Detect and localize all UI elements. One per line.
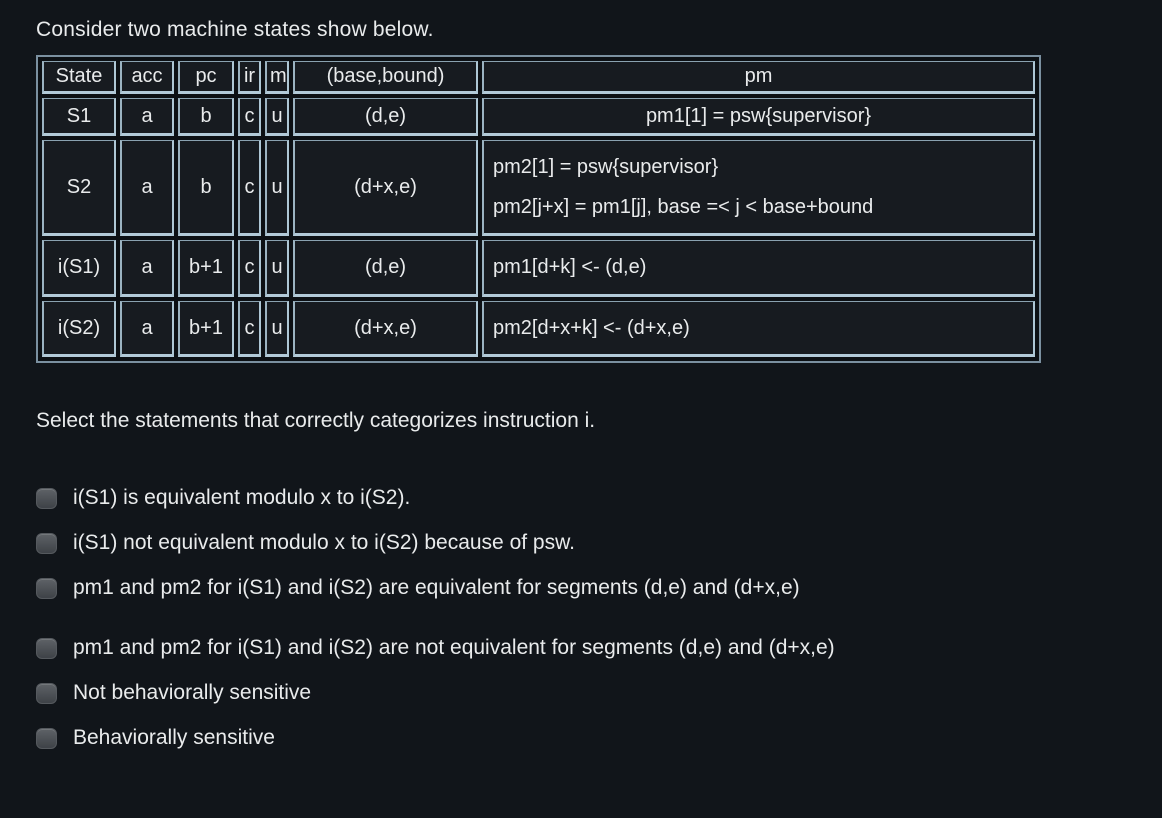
option-label: Behaviorally sensitive [73,726,275,749]
options-list: i(S1) is equivalent modulo x to i(S2). i… [36,485,1162,751]
pm-line: pm2[d+x+k] <- (d+x,e) [493,316,690,339]
table-row-s1: S1 a b c u (d,e) pm1[1] = psw{supervisor… [42,98,1035,136]
cell-pm: pm2[d+x+k] <- (d+x,e) [482,301,1035,357]
cell-acc: a [120,301,174,357]
cell-ir: c [238,98,261,136]
cell-m: u [265,98,289,136]
table-row-i-s1: i(S1) a b+1 c u (d,e) pm1[d+k] <- (d,e) [42,240,1035,297]
pm-line: pm2[j+x] = pm1[j], base =< j < base+boun… [493,196,874,218]
header-ir: ir [238,61,261,94]
option-row-1[interactable]: i(S1) is equivalent modulo x to i(S2). [36,485,1162,511]
question-page: Consider two machine states show below. … [36,18,1162,751]
header-state: State [42,61,116,94]
table-header-row: State acc pc ir m (base,bound) pm [42,61,1035,94]
cell-m: u [265,140,289,236]
option-row-6[interactable]: Behaviorally sensitive [36,725,1162,751]
option-label: pm1 and pm2 for i(S1) and i(S2) are equi… [73,576,800,599]
cell-pm: pm1[d+k] <- (d,e) [482,240,1035,297]
table-row-s2: S2 a b c u (d+x,e) pm2[1] = psw{supervis… [42,140,1035,236]
cell-ir: c [238,301,261,357]
option-label: i(S1) not equivalent modulo x to i(S2) b… [73,531,575,554]
table-row-i-s2: i(S2) a b+1 c u (d+x,e) pm2[d+x+k] <- (d… [42,301,1035,357]
option-label: Not behaviorally sensitive [73,681,312,704]
cell-m: u [265,240,289,297]
cell-state: i(S2) [42,301,116,357]
cell-base-bound: (d,e) [293,240,478,297]
cell-pm: pm1[1] = psw{supervisor} [482,98,1035,136]
checkbox-unchecked-icon[interactable] [36,487,57,509]
pm-line: pm1[1] = psw{supervisor} [645,104,872,127]
cell-ir: c [238,240,261,297]
checkbox-unchecked-icon[interactable] [36,637,57,659]
cell-state: S2 [42,140,116,236]
option-row-4[interactable]: pm1 and pm2 for i(S1) and i(S2) are not … [36,635,1162,661]
header-m: m [265,61,289,94]
machine-states-table: State acc pc ir m (base,bound) pm S1 a b… [36,55,1041,363]
question-text: Select the statements that correctly cat… [36,409,596,432]
checkbox-unchecked-icon[interactable] [36,682,57,704]
cell-pc: b+1 [178,301,234,357]
cell-state: S1 [42,98,116,136]
cell-pc: b [178,140,234,236]
option-row-2[interactable]: i(S1) not equivalent modulo x to i(S2) b… [36,530,1162,556]
cell-acc: a [120,240,174,297]
cell-state: i(S1) [42,240,116,297]
checkbox-unchecked-icon[interactable] [36,577,57,599]
cell-base-bound: (d+x,e) [293,301,478,357]
option-group-2: pm1 and pm2 for i(S1) and i(S2) are not … [36,635,1162,751]
checkbox-unchecked-icon[interactable] [36,532,57,554]
option-row-5[interactable]: Not behaviorally sensitive [36,680,1162,706]
checkbox-unchecked-icon[interactable] [36,727,57,749]
cell-pm: pm2[1] = psw{supervisor} pm2[j+x] = pm1[… [482,140,1035,236]
cell-ir: c [238,140,261,236]
cell-pc: b+1 [178,240,234,297]
option-row-3[interactable]: pm1 and pm2 for i(S1) and i(S2) are equi… [36,575,1162,601]
intro-text: Consider two machine states show below. [36,18,434,41]
header-pm: pm [482,61,1035,94]
cell-acc: a [120,140,174,236]
cell-m: u [265,301,289,357]
cell-pc: b [178,98,234,136]
cell-acc: a [120,98,174,136]
option-label: pm1 and pm2 for i(S1) and i(S2) are not … [73,636,835,659]
cell-base-bound: (d+x,e) [293,140,478,236]
option-label: i(S1) is equivalent modulo x to i(S2). [73,486,411,509]
header-base-bound: (base,bound) [293,61,478,94]
cell-base-bound: (d,e) [293,98,478,136]
header-acc: acc [120,61,174,94]
option-group-1: i(S1) is equivalent modulo x to i(S2). i… [36,485,1162,601]
pm-line: pm1[d+k] <- (d,e) [493,256,647,278]
pm-line: pm2[1] = psw{supervisor} [493,156,719,178]
header-pc: pc [178,61,234,94]
